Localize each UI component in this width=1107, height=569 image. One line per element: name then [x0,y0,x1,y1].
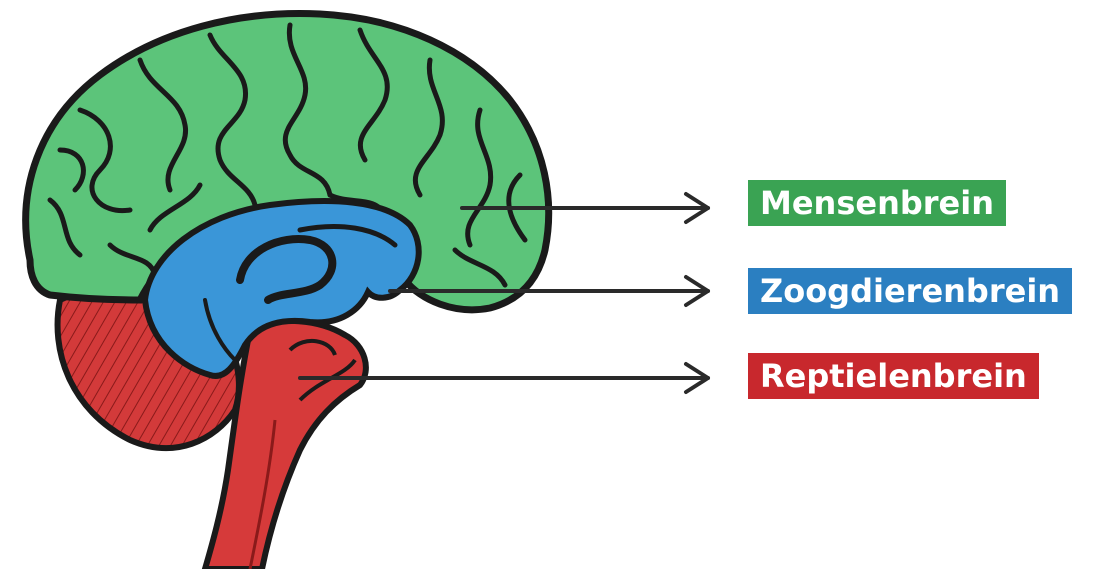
label-zoogdierenbrein: Zoogdierenbrein [748,268,1072,314]
label-reptielenbrein: Reptielenbrein [748,353,1039,399]
label-mensenbrein: Mensenbrein [748,180,1006,226]
